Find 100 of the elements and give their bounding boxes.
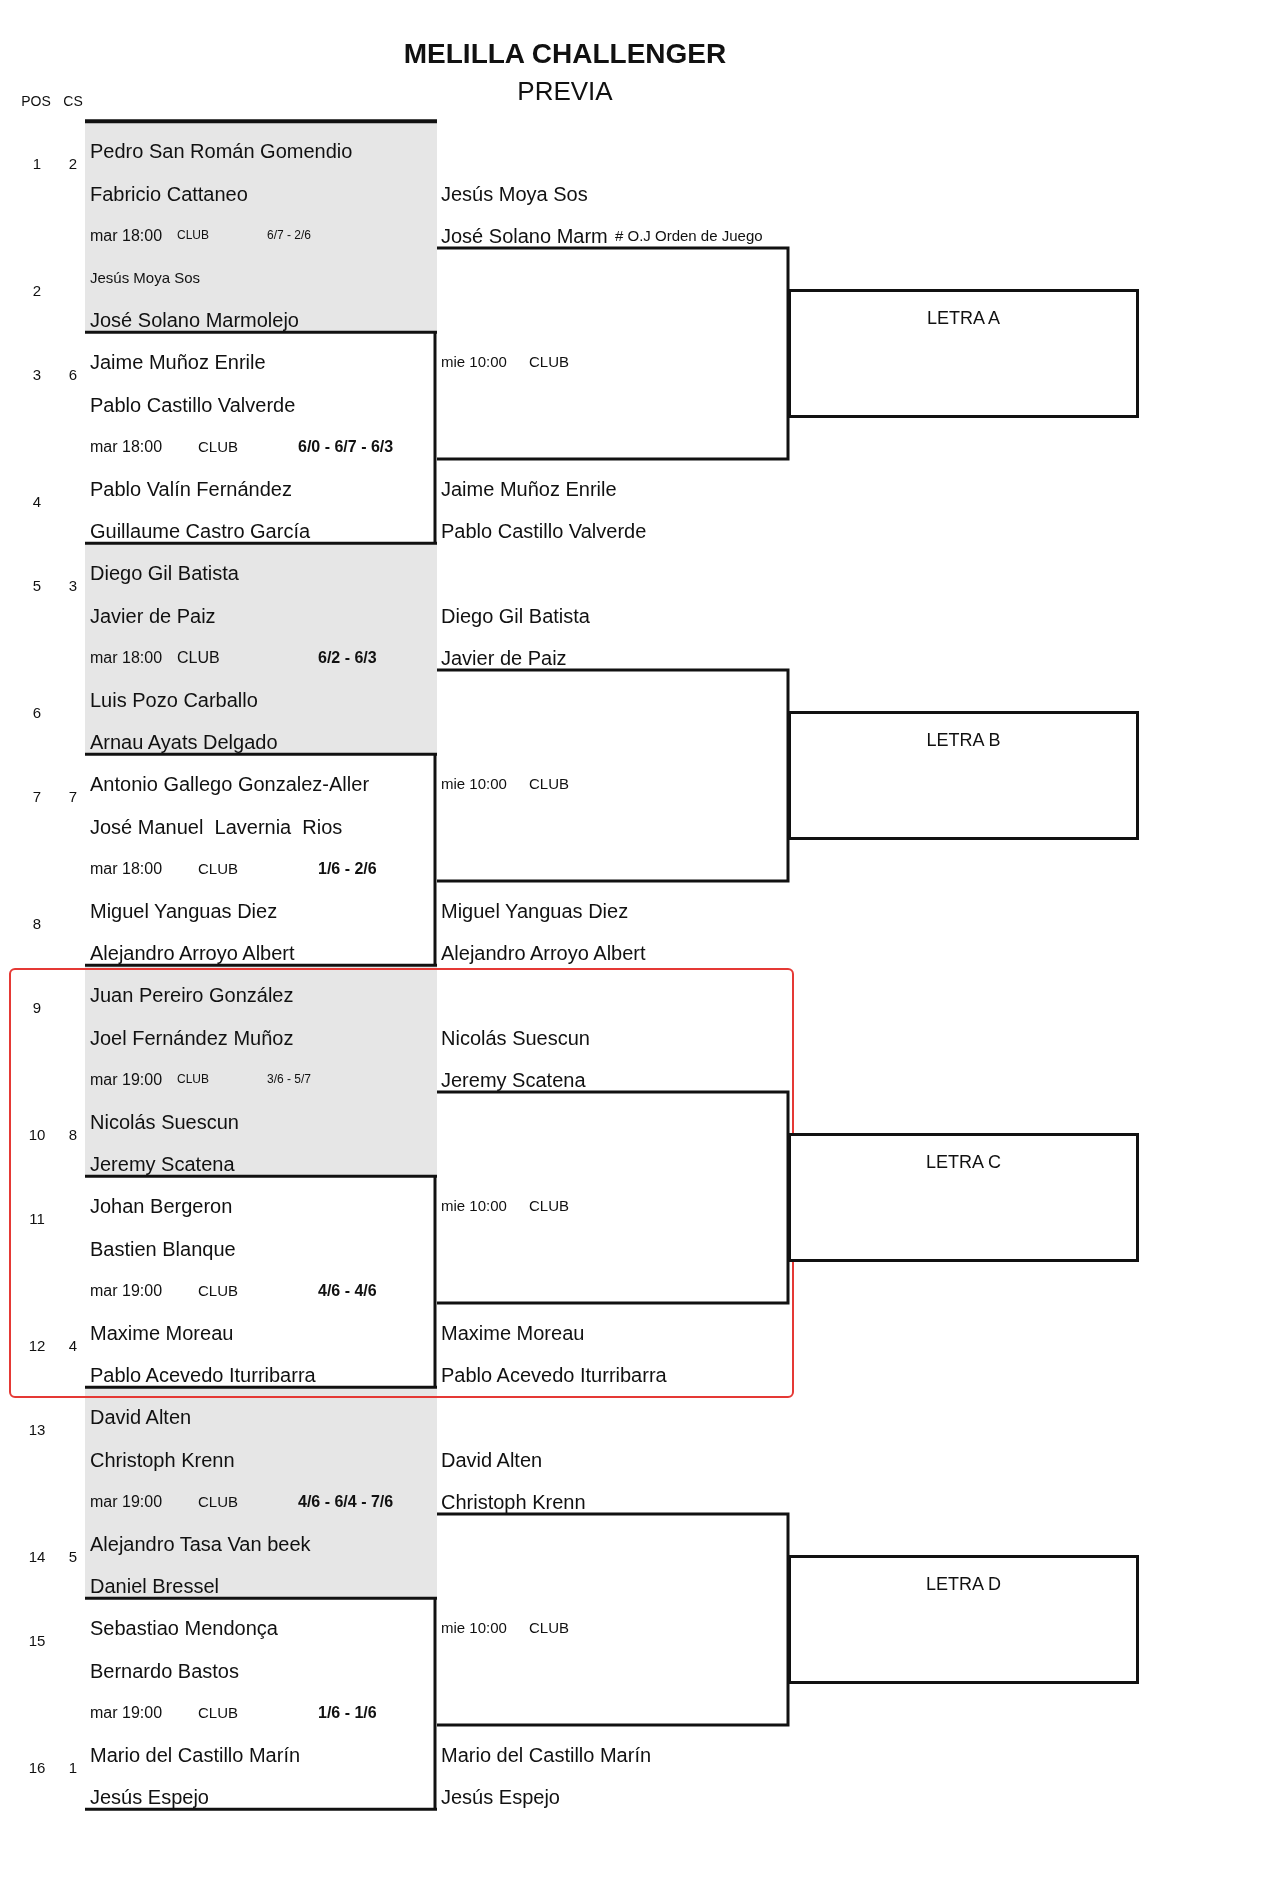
player-name: Alejandro Arroyo Albert xyxy=(90,941,295,965)
position-number: 10 xyxy=(28,1126,46,1144)
position-number: 11 xyxy=(29,1210,45,1228)
position-number: 7 xyxy=(32,788,42,806)
bracket-result-box xyxy=(788,1133,1139,1262)
player-name: Johan Bergeron xyxy=(90,1194,233,1218)
player-name: Pedro San Román Gomendio xyxy=(90,139,353,163)
player-name: Jesús Moya Sos xyxy=(90,269,201,287)
position-number: 6 xyxy=(32,704,42,722)
match-time: mie 10:00 xyxy=(441,1197,507,1215)
column-header: POS xyxy=(21,92,51,110)
column-header: CS xyxy=(63,92,83,110)
position-number: 13 xyxy=(28,1421,46,1439)
player-name: Pablo Acevedo Iturribarra xyxy=(90,1363,316,1387)
match-score: 4/6 - 4/6 xyxy=(318,1281,377,1300)
match-time: mar 19:00 xyxy=(90,1070,163,1089)
player-name: Joel Fernández Muñoz xyxy=(90,1026,294,1050)
position-number: 12 xyxy=(28,1337,46,1355)
player-name: Maxime Moreau xyxy=(441,1321,585,1345)
match-score: 1/6 - 2/6 xyxy=(318,859,377,878)
player-name: Diego Gil Batista xyxy=(90,561,239,585)
position-number: 1 xyxy=(32,155,42,173)
player-name: Javier de Paiz xyxy=(90,604,216,628)
match-time: mar 18:00 xyxy=(90,437,163,456)
court-name: CLUB xyxy=(529,1619,569,1637)
player-name: Pablo Castillo Valverde xyxy=(441,519,647,543)
position-number: 15 xyxy=(28,1632,46,1650)
seed-number: 1 xyxy=(68,1759,78,1777)
player-name: Diego Gil Batista xyxy=(441,604,590,628)
player-name: Javier de Paiz xyxy=(441,646,567,670)
player-name: Daniel Bressel xyxy=(90,1574,219,1598)
match-time: mie 10:00 xyxy=(441,775,507,793)
match-score: 4/6 - 6/4 - 7/6 xyxy=(298,1492,394,1511)
note: # O.J Orden de Juego xyxy=(615,227,763,245)
position-number: 4 xyxy=(32,493,42,511)
position-number: 2 xyxy=(32,282,42,300)
court-name: CLUB xyxy=(529,353,569,371)
match-score: 6/7 - 2/6 xyxy=(267,228,312,243)
player-name: Juan Pereiro González xyxy=(90,983,294,1007)
court-name: CLUB xyxy=(198,1282,238,1300)
player-name: Pablo Acevedo Iturribarra xyxy=(441,1363,667,1387)
player-name: Maxime Moreau xyxy=(90,1321,234,1345)
player-name: Pablo Valín Fernández xyxy=(90,477,292,501)
position-number: 5 xyxy=(32,577,42,595)
player-name: Miguel Yanguas Diez xyxy=(441,899,629,923)
court-name: CLUB xyxy=(177,1072,209,1087)
bracket-result-box xyxy=(788,289,1139,418)
player-name: Miguel Yanguas Diez xyxy=(90,899,278,923)
court-name: CLUB xyxy=(529,775,569,793)
player-name: Christoph Krenn xyxy=(90,1448,235,1472)
court-name: CLUB xyxy=(529,1197,569,1215)
player-name: Sebastiao Mendonça xyxy=(90,1616,278,1640)
player-name: Bastien Blanque xyxy=(90,1237,236,1261)
court-name: CLUB xyxy=(198,438,238,456)
seed-number: 7 xyxy=(68,788,78,806)
player-name: Jesús Espejo xyxy=(441,1785,560,1809)
player-name: Jesús Espejo xyxy=(90,1785,209,1809)
court-name: CLUB xyxy=(198,1493,238,1511)
seed-number: 2 xyxy=(68,155,78,173)
seed-number: 4 xyxy=(68,1337,78,1355)
player-name: Mario del Castillo Marín xyxy=(441,1743,652,1767)
player-name: Pablo Castillo Valverde xyxy=(90,393,296,417)
box-label: LETRA A xyxy=(926,308,1000,330)
player-name: Jeremy Scatena xyxy=(441,1068,586,1092)
match-time: mar 19:00 xyxy=(90,1703,163,1722)
court-name: CLUB xyxy=(198,1704,238,1722)
position-number: 16 xyxy=(28,1759,46,1777)
seed-number: 5 xyxy=(68,1548,78,1566)
match-score: 3/6 - 5/7 xyxy=(267,1072,312,1087)
player-name: Alejandro Arroyo Albert xyxy=(441,941,646,965)
seed-number: 6 xyxy=(68,366,78,384)
match-score: 6/2 - 6/3 xyxy=(318,648,377,667)
position-number: 9 xyxy=(32,999,42,1017)
player-name: Antonio Gallego Gonzalez-Aller xyxy=(90,772,370,796)
bracket-result-box xyxy=(788,1555,1139,1684)
player-name: José Solano Marm xyxy=(441,224,608,248)
player-name: Arnau Ayats Delgado xyxy=(90,730,278,754)
match-score: 1/6 - 1/6 xyxy=(318,1703,377,1722)
position-number: 14 xyxy=(28,1548,46,1566)
player-name: Guillaume Castro García xyxy=(90,519,311,543)
match-time: mar 19:00 xyxy=(90,1492,163,1511)
player-name: Mario del Castillo Marín xyxy=(90,1743,301,1767)
match-time: mar 19:00 xyxy=(90,1281,163,1300)
match-time: mar 18:00 xyxy=(90,859,163,878)
position-number: 8 xyxy=(32,915,42,933)
player-name: José Solano Marmolejo xyxy=(90,308,299,332)
court-name: CLUB xyxy=(177,648,220,667)
box-label: LETRA D xyxy=(926,1574,1001,1596)
match-score: 6/0 - 6/7 - 6/3 xyxy=(298,437,394,456)
player-name: Alejandro Tasa Van beek xyxy=(90,1532,311,1556)
player-name: Jaime Muñoz Enrile xyxy=(90,350,266,374)
match-time: mar 18:00 xyxy=(90,226,163,245)
player-name: Bernardo Bastos xyxy=(90,1659,239,1683)
match-time: mie 10:00 xyxy=(441,1619,507,1637)
court-name: CLUB xyxy=(198,860,238,878)
player-name: Jeremy Scatena xyxy=(90,1152,235,1176)
player-name: Christoph Krenn xyxy=(441,1490,586,1514)
match-time: mar 18:00 xyxy=(90,648,163,667)
player-name: Jesús Moya Sos xyxy=(441,182,588,206)
match-time: mie 10:00 xyxy=(441,353,507,371)
